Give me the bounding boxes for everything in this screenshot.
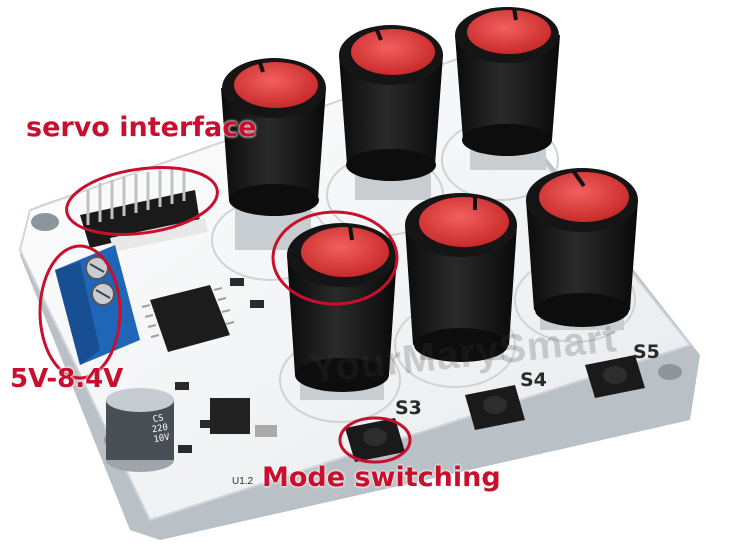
tactile-switch xyxy=(345,418,405,462)
regulator-chip xyxy=(210,398,250,434)
potentiometer-knob xyxy=(339,25,443,200)
potentiometer-knob xyxy=(221,58,326,250)
electrolytic-capacitor xyxy=(106,388,174,472)
mode-switching-callout: Mode switching xyxy=(262,462,501,493)
mcu-chip xyxy=(141,285,235,352)
mount-hole xyxy=(31,213,59,231)
tactile-switch xyxy=(585,355,645,398)
potentiometer-knob xyxy=(455,7,560,170)
silkscreen-s3-label: S3 xyxy=(395,397,422,419)
servo-interface-highlight xyxy=(65,166,219,236)
tactile-switch xyxy=(465,385,525,430)
supply-voltage-callout: 5V-8.4V xyxy=(10,364,124,394)
annotation-highlights xyxy=(38,166,412,464)
mode-switch-highlight xyxy=(338,416,412,464)
silkscreen-s5-label: S5 xyxy=(633,341,660,363)
power-terminal-highlight xyxy=(38,244,122,380)
potentiometer-knob xyxy=(526,168,638,330)
potentiometer-knob xyxy=(405,193,517,362)
smd-components xyxy=(175,278,277,453)
servo-interface-callout: servo interface xyxy=(26,112,257,143)
board-version-label: U1.2 xyxy=(232,476,254,487)
silkscreen-s4-label: S4 xyxy=(520,369,547,391)
mount-hole xyxy=(658,364,682,380)
potentiometer-knob xyxy=(287,223,397,400)
mode-knob-highlight xyxy=(271,210,399,306)
